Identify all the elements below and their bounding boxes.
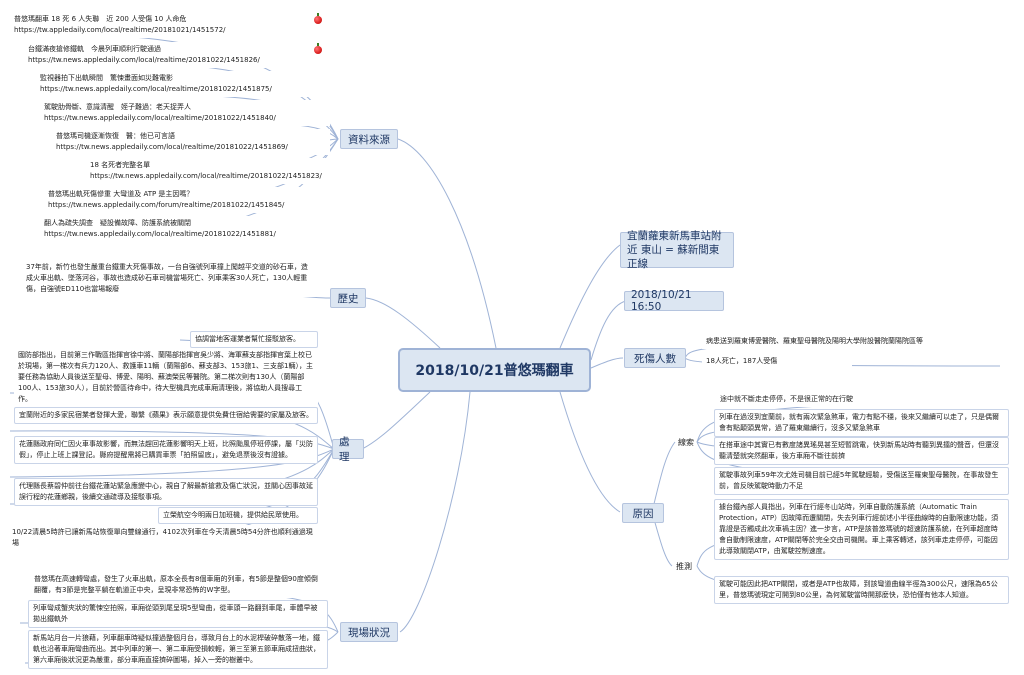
clue-item: 列車在過沒到宜蘭前，就有兩次緊急煞車，電力有點不穩，後來又繼續可以走了，只是偶爾… [714,409,1009,437]
datetime-text: 2018/10/21 16:50 [631,289,692,313]
inference-label: 推測 [676,561,692,571]
clue-item: 駕駛事故列車59年次尤姓司機目前已經5年駕駛經驗，受傷送至羅東聖母醫院，在事故發… [714,467,1009,495]
history-text: 37年前，新竹也發生嚴重台鐵重大死傷事故，一台自強號列車撞上闖越平交道的砂石車，… [22,260,318,297]
handling-item: 10/22清晨5時許已讓新馬站恢復單向雙線通行，4102次列車在今天清晨5時54… [8,525,318,551]
source-link[interactable]: 駕駛肋骨斷、意識清醒 姪子難過：老天捉弄人 https://tw.news.ap… [40,100,330,126]
scene-item: 普悠瑪在高速轉彎處，發生了火車出軌，原本全長有8個車廂的列車，有5節是整個90度… [30,572,326,598]
handling-item: 代理縣長蔡碧仲前往台鐵花蓮站緊急應變中心，親自了解最新搶救及傷亡狀況，並關心因事… [14,478,318,506]
casualties-label: 死傷人數 [634,352,676,365]
topic-sources[interactable]: 資料來源 [340,129,398,149]
casualties-item: 病患送到羅東博愛醫院、羅東聖母醫院及陽明大學附設醫院蘭陽院區等 [702,334,1002,349]
handling-label: 處理 [339,436,350,463]
scene-label: 現場狀況 [348,626,390,639]
source-link[interactable]: 18 名死者完整名單 https://tw.news.appledaily.co… [86,158,326,184]
clue-item: 途中就不斷走走停停，不是很正常的在行駛 [716,392,1006,407]
topic-datetime[interactable]: 2018/10/21 16:50 [624,289,724,313]
scene-item: 列車彎成蟹夾狀的驚悚空拍照，車廂從頭到尾呈現5型彎曲，從車頭一路翻到車尾，車體早… [28,600,328,628]
source-link[interactable]: 普悠瑪出軌死傷慘重 大彎道及 ATP 是主因嗎？ https://tw.news… [44,187,326,213]
handling-item: 花蓮縣政府同仁因火車事故影響，而無法趕回花蓮影響明天上班，比照颱風停班停課，屬「… [14,436,318,464]
clues-label: 線索 [678,437,694,447]
handling-item: 國防部指出，目前第三作戰區指揮官徐中將、蘭陽部指揮官吳少將、海軍蘇支部指揮官葉上… [14,348,318,407]
inference-item: 駕駛可能因此把ATP關閉，或者是ATP也故障，到該彎道曲線半徑為300公尺，速限… [714,576,1009,604]
source-link[interactable]: 普悠瑪翻車 18 死 6 人失聯 近 200 人受傷 10 人命危 https:… [10,12,310,38]
location-text: 宜蘭蘿東新馬車站附近 東山 = 蘇新間東正線 [627,230,722,270]
source-link[interactable]: 台鐵滿夜搶修鐵軌 今晨列車順利行駛通過 https://tw.news.appl… [24,42,314,68]
clue-item: 在搭車途中其實已有數度諸異瑤晃甚至短暫跳電，快到新馬站時有聽到異擂的聲音，但還沒… [714,437,1009,465]
handling-item: 協調當地客運業者幫忙接駁旅客。 [190,331,318,348]
topic-casualties[interactable]: 死傷人數 [624,348,686,368]
causes-label: 原因 [632,507,654,520]
inference-item: 據台鐵內部人員指出，列車在行經冬山站時，列車自動防護系統（Automatic T… [714,499,1009,560]
casualties-item: 18人死亡，187人受傷 [702,354,852,369]
history-label: 歷史 [337,292,359,305]
topic-handling[interactable]: 處理 [332,436,364,463]
topic-history[interactable]: 歷史 [330,288,366,308]
handling-item: 宜蘭附近的多家民宿業者發揮大愛，聯繫《蘋果》表示願意提供免費住宿給需要的家屬及旅… [14,407,318,424]
source-link[interactable]: 翻人為疏失調查 疑設備故障、防護系統被關閉 https://tw.news.ap… [40,216,330,242]
topic-location[interactable]: 宜蘭蘿東新馬車站附近 東山 = 蘇新間東正線 [620,230,734,270]
source-link[interactable]: 普悠瑪司機逐漸恢復 醫：他已可言語 https://tw.news.appled… [52,129,330,155]
topic-scene[interactable]: 現場狀況 [340,622,398,642]
scene-item: 新馬站月台一片狼藉，列車翻車時疑似撞過整個月台，導致月台上的水泥桿破碎散落一地，… [28,630,328,669]
topic-causes[interactable]: 原因 [622,503,664,523]
handling-item: 立榮航空今明兩日加班機，提供給民眾使用。 [158,507,318,524]
source-link[interactable]: 監視器拍下出軌瞬間 驚悚畫面如災難電影 https://tw.news.appl… [36,71,326,97]
sources-label: 資料來源 [348,133,390,146]
apple-icon [314,43,322,54]
apple-icon [314,13,322,24]
central-topic[interactable]: 2018/10/21普悠瑪翻車 [398,348,591,392]
